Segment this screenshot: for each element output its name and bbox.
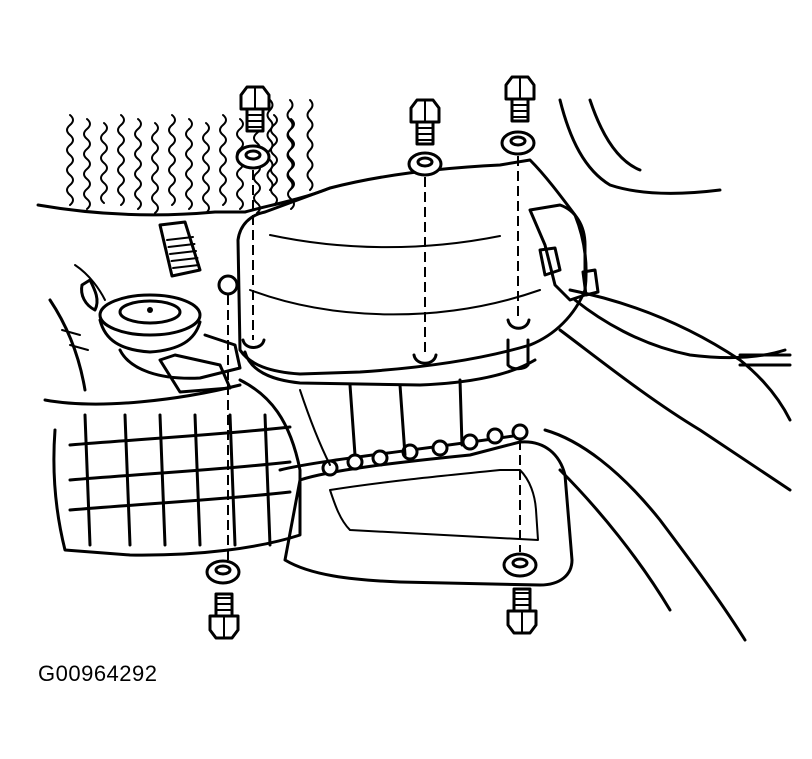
spline-line bbox=[169, 250, 197, 255]
right-lower-curve bbox=[543, 428, 747, 642]
washer-icon bbox=[500, 130, 536, 156]
rib-vertical bbox=[228, 413, 237, 547]
cover-plate-lower-curve bbox=[249, 289, 541, 316]
bolt-icon bbox=[208, 592, 240, 640]
wave-line bbox=[134, 118, 142, 210]
right-curve-3 bbox=[568, 288, 792, 422]
pan-bolt-head bbox=[486, 427, 504, 445]
pan-bolt-head bbox=[321, 459, 339, 477]
mount-pad-inner bbox=[118, 299, 182, 325]
right-hose bbox=[738, 353, 792, 367]
housing-outline bbox=[52, 378, 302, 557]
locating-pin-hole bbox=[217, 274, 239, 296]
right-curve-2 bbox=[558, 328, 792, 492]
housing-strut-1 bbox=[348, 383, 357, 457]
rib-horizontal bbox=[68, 460, 292, 482]
washer-icon bbox=[407, 151, 443, 177]
rib-horizontal bbox=[68, 490, 292, 512]
rib-horizontal bbox=[68, 425, 292, 447]
mount-bracket bbox=[158, 353, 232, 394]
figure-id-label: G00964292 bbox=[38, 661, 158, 686]
rib-vertical bbox=[123, 413, 132, 547]
housing-ribs bbox=[68, 413, 292, 547]
bolt-icon bbox=[239, 85, 271, 133]
wave-line bbox=[286, 99, 294, 191]
right-tube-upper bbox=[558, 98, 722, 195]
spline-line bbox=[167, 243, 196, 248]
wave-line bbox=[219, 114, 227, 206]
mount-pad-center bbox=[147, 307, 153, 313]
wave-line bbox=[66, 114, 74, 206]
bolt-icon bbox=[506, 587, 538, 635]
rib-vertical bbox=[263, 413, 272, 547]
cover-plate-lower-edge bbox=[243, 350, 537, 387]
lower-bolt-right bbox=[502, 440, 538, 635]
oil-pan-inner bbox=[329, 469, 539, 541]
spline-line bbox=[170, 257, 199, 262]
wavy-surface-texture bbox=[66, 99, 314, 214]
pan-bolt-head bbox=[511, 423, 529, 441]
left-curve bbox=[48, 298, 87, 392]
wave-line bbox=[151, 122, 159, 214]
wave-line bbox=[100, 122, 108, 204]
right-lower-curve-2 bbox=[558, 468, 672, 612]
pan-bolt-head bbox=[431, 439, 449, 457]
left-detail bbox=[61, 329, 89, 351]
bolt-icon bbox=[409, 98, 441, 146]
cover-side-nut bbox=[581, 268, 600, 297]
pan-bolt-head bbox=[461, 433, 479, 451]
housing-strut-4 bbox=[299, 389, 331, 466]
pan-bolt-head bbox=[401, 443, 419, 461]
wave-line bbox=[117, 114, 125, 206]
washer-icon bbox=[235, 144, 271, 170]
upper-bolt-left bbox=[235, 85, 271, 349]
mount-pad-body bbox=[98, 318, 202, 354]
splined-shaft bbox=[158, 220, 202, 278]
left-cable bbox=[74, 264, 106, 301]
wave-line bbox=[202, 122, 210, 214]
cover-plate bbox=[236, 158, 588, 376]
wave-line bbox=[168, 114, 176, 206]
pan-bolt-head bbox=[371, 449, 389, 467]
housing-top-edge bbox=[43, 383, 242, 406]
pan-bolt-head bbox=[346, 453, 364, 471]
right-tube-mid bbox=[588, 98, 642, 172]
washer-icon bbox=[205, 559, 241, 585]
housing-strut-3 bbox=[458, 378, 464, 447]
wave-line bbox=[306, 99, 314, 191]
upper-bolt-right bbox=[500, 75, 536, 371]
spline-line bbox=[166, 236, 194, 241]
upper-body-outline bbox=[36, 186, 332, 217]
spline-line bbox=[172, 264, 200, 269]
shaft-splines bbox=[166, 236, 200, 269]
housing-strut-2 bbox=[398, 383, 407, 457]
cover-plate-inner-curve bbox=[269, 234, 501, 249]
mount-pad bbox=[98, 293, 202, 337]
cover-side-boss bbox=[528, 203, 587, 302]
left-bracket bbox=[80, 278, 99, 312]
cover-side-tab bbox=[538, 246, 562, 277]
right-curve-1 bbox=[573, 298, 787, 360]
wave-line bbox=[83, 118, 91, 210]
mount-base bbox=[118, 333, 242, 380]
washer-icon bbox=[502, 552, 538, 578]
bolt-icon bbox=[504, 75, 536, 123]
wave-line bbox=[185, 118, 193, 210]
lower-bolt-left bbox=[205, 559, 241, 640]
upper-bolt-center bbox=[407, 98, 443, 365]
wave-line bbox=[266, 99, 274, 191]
rib-vertical bbox=[158, 413, 167, 547]
